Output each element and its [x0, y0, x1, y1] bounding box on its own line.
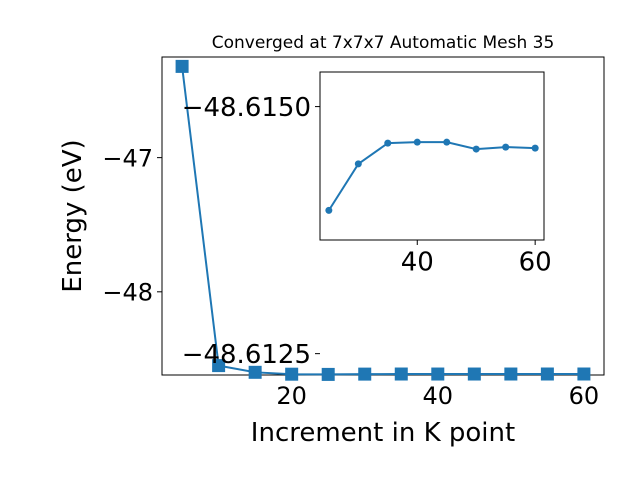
- inset-data-point: [325, 206, 333, 214]
- main-series: [175, 59, 591, 381]
- main-data-point: [285, 367, 299, 381]
- main-data-point: [394, 367, 408, 381]
- inset-plot: 40 60 −48.6150 −48.6125: [182, 71, 552, 370]
- main-data-point: [212, 359, 226, 373]
- main-y-tick-label: −48: [102, 278, 153, 306]
- inset-data-point: [443, 138, 451, 146]
- main-data-point: [467, 367, 481, 381]
- y-axis-label: Energy (eV): [58, 139, 88, 292]
- inset-x-tick-label: 60: [519, 248, 552, 278]
- main-data-point: [540, 367, 554, 381]
- inset-x-ticks: 40 60: [401, 240, 552, 278]
- inset-data-point: [413, 138, 421, 146]
- main-data-point: [321, 367, 335, 381]
- inset-series: [325, 138, 539, 214]
- inset-x-tick-label: 40: [401, 248, 434, 278]
- inset-data-point: [384, 139, 392, 147]
- main-x-tick-label: 60: [569, 382, 600, 410]
- main-data-point: [577, 367, 591, 381]
- inset-data-point: [531, 144, 539, 152]
- inset-plot-frame: [319, 71, 545, 241]
- main-x-tick-label: 40: [423, 382, 454, 410]
- main-x-tick-label: 20: [276, 382, 307, 410]
- x-axis-label: Increment in K point: [251, 418, 515, 448]
- main-y-tick-label: −47: [102, 144, 153, 172]
- main-data-point: [248, 365, 262, 379]
- inset-y-tick-label: −48.6150: [182, 93, 311, 123]
- inset-data-point: [354, 160, 362, 168]
- main-y-ticks: −47 −48: [102, 144, 162, 306]
- main-data-point: [504, 367, 518, 381]
- main-data-point: [358, 367, 372, 381]
- main-plot: 20 40 60 −47 −48: [102, 56, 605, 410]
- inset-series-line: [327, 141, 536, 211]
- main-data-point: [431, 367, 445, 381]
- chart-title: Converged at 7x7x7 Automatic Mesh 35: [212, 33, 555, 53]
- main-data-point: [175, 59, 189, 73]
- inset-data-point: [472, 145, 480, 153]
- inset-y-tick-label: −48.6125: [182, 340, 311, 370]
- inset-y-ticks: −48.6150 −48.6125: [182, 93, 320, 370]
- inset-data-point: [502, 143, 510, 151]
